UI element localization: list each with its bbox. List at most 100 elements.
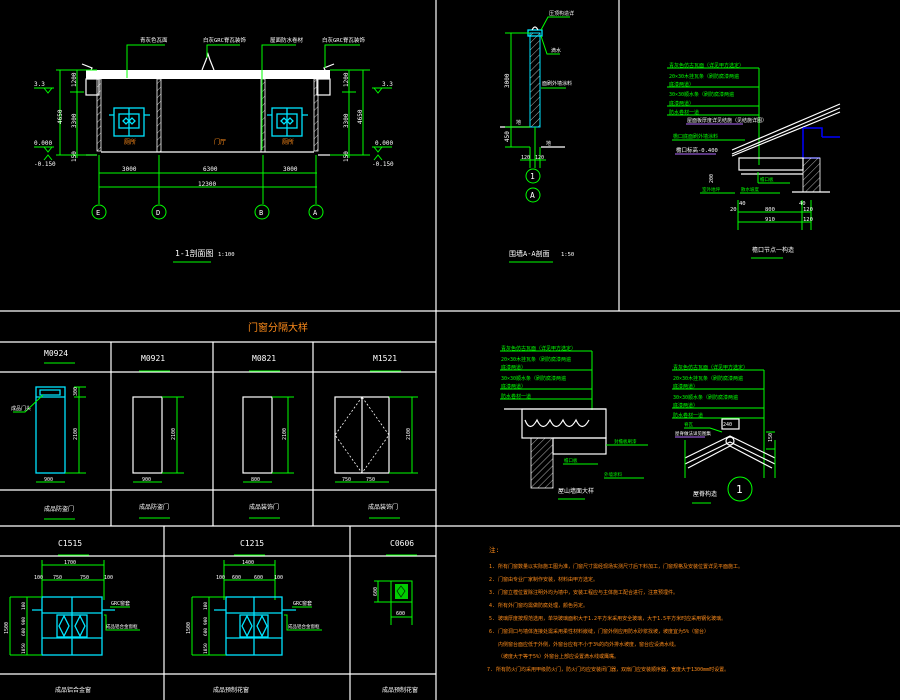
ridge-left-layer-2: 20×30木挂瓦条（刷防腐漆两遍 bbox=[501, 356, 571, 363]
window-code-C1215: C1215 bbox=[240, 539, 264, 548]
roof-tiles bbox=[731, 103, 841, 157]
eave-sub-label-apron: 散水坡度 bbox=[741, 186, 759, 193]
beam-outline bbox=[802, 127, 840, 159]
door-M1521-width-right: 750 bbox=[366, 477, 375, 483]
note-5: 5. 玻璃厚度按规范选用，单块玻璃面积大于1.2平方米采用安全玻璃，大于1.5平… bbox=[489, 615, 726, 622]
callout-leader-cap bbox=[540, 16, 570, 31]
door-code-M1521: M1521 bbox=[373, 354, 397, 363]
note-1: 1. 所有门窗数量以实际施工图为准，门窗尺寸需经现场实测尺寸后下料加工，门窗规格… bbox=[489, 563, 743, 570]
callout-leader-3 bbox=[261, 44, 296, 150]
ridge-right-layer-4: 30×30顺水条（刷防腐漆两遍 bbox=[673, 394, 738, 401]
eave-layer-2: 20×30木挂瓦条（刷防腐漆两遍 bbox=[669, 73, 739, 80]
ridge-right-dim-height: 150 bbox=[768, 433, 774, 442]
note-3: 3. 门窗立樘位置除注明外均为墙中，安装工程应与主体施工配合进行，注意预埋件。 bbox=[489, 589, 678, 596]
eave-layer-4: 30×30顺水条（刷防腐漆两遍 bbox=[669, 91, 734, 98]
axis-marker-circle bbox=[525, 187, 541, 203]
eave-layer-1: 青灰色仿古瓦面（详见甲方选定） bbox=[669, 62, 744, 69]
eave-dim-20: 20 bbox=[730, 207, 737, 213]
dim-6300: 6300 bbox=[203, 166, 218, 173]
eave-layer-6: 防水卷材一道 bbox=[669, 109, 699, 116]
callout-cap: 压顶构造详 bbox=[549, 10, 574, 17]
window-code-C0606: C0606 bbox=[390, 539, 414, 548]
door-M0821-height: 2100 bbox=[282, 428, 288, 440]
door-M1521-desc: 成品装饰门 bbox=[368, 503, 398, 511]
room-label-toilet-left: 厕所 bbox=[124, 138, 136, 146]
level-0-left: 0.000 bbox=[34, 140, 52, 147]
door-M0924-frame bbox=[35, 386, 66, 474]
window-C1215-dim-3: 100 bbox=[274, 575, 283, 581]
door-M0821-frame bbox=[242, 396, 273, 474]
level-neg-left: -0.150 bbox=[34, 161, 56, 168]
window-C1215-drawing: 1400 100 600 600 100 1500 1050 600 900 1… bbox=[186, 560, 322, 656]
note-6-cont-2: （坡度大于等于5%）外窗台上部应设置滴水线或鹰嘴。 bbox=[489, 653, 619, 660]
window-C1515-overall: 1700 bbox=[64, 560, 76, 566]
ridge-right-layer-5: 底漆两道） bbox=[673, 402, 698, 409]
door-M0924-height: 2100 bbox=[73, 428, 79, 440]
eave-dim-800: 800 bbox=[765, 207, 775, 213]
window-elevation-right bbox=[267, 107, 308, 137]
window-C1515-callout-2: 成品铝合金窗框 bbox=[106, 623, 138, 630]
callout-paint: 面刷外墙涂料 bbox=[542, 80, 572, 87]
ridge-detail-marker-number: 1 bbox=[736, 483, 743, 496]
ridge-left-layer-4: 30×30顺水条（刷防腐漆两遍 bbox=[501, 375, 566, 382]
notes-block: 注: 1. 所有门窗数量以实际施工图为准，门窗尺寸需经现场实测尺寸后下料加工，门… bbox=[487, 545, 743, 673]
window-C1215-dim-0: 100 bbox=[216, 575, 225, 581]
door-M0921-desc: 成品防盗门 bbox=[139, 503, 169, 511]
room-label-toilet-right: 厕所 bbox=[282, 138, 294, 146]
dim-4650-left: 4650 bbox=[57, 109, 64, 124]
axis-E-circle bbox=[91, 204, 107, 220]
callout-leader-drip bbox=[540, 35, 560, 55]
note-6: 6. 门窗洞口与墙体连接处需采用柔性材料嵌缝，门窗外侧应用防水砂浆找坡，坡度宜为… bbox=[489, 628, 709, 635]
window-C0606-desc: 成品预制花窗 bbox=[382, 686, 418, 694]
ridge-right-layer-2: 20×30木挂瓦条（刷防腐漆两遍 bbox=[673, 375, 743, 382]
callout-4: 白灰GRC脊瓦装饰 bbox=[322, 36, 365, 44]
door-schedule-title: 门窗分隔大样 bbox=[248, 321, 308, 334]
axis-B-circle bbox=[254, 204, 270, 220]
door-code-M0921: M0921 bbox=[141, 354, 165, 363]
section-1-1-title: 1-1剖面图 bbox=[175, 248, 213, 258]
door-M1521-height: 2100 bbox=[406, 428, 412, 440]
note-7: 7. 所有防火门均采用甲级防火门，防火门均应安装闭门器，双扇门应安装顺序器，宽度… bbox=[487, 666, 729, 673]
callout-leader-1 bbox=[126, 44, 165, 78]
dims-horizontal: 3000 6300 3000 12300 bbox=[98, 155, 317, 204]
callout-leader-4 bbox=[324, 44, 360, 68]
window-C0606-width: 600 bbox=[396, 611, 405, 617]
door-schedule: 门窗分隔大样 M0924 M0921 M0821 M1521 300 2100 … bbox=[11, 321, 418, 520]
window-schedule: C1515 C1215 C0606 1700 100 750 750 100 bbox=[4, 539, 418, 694]
ridge-detail-marker bbox=[727, 476, 753, 502]
door-M1521-width-left: 750 bbox=[342, 477, 351, 483]
wall-section-aa: 3000 450 地 地 120 120 压顶构造详 滴水 面刷外墙涂料 1 A… bbox=[500, 10, 574, 263]
note-4: 4. 所有外门窗均需做防腐处理，颜色另定。 bbox=[489, 602, 588, 609]
ridge-left-layer-5: 底漆两道） bbox=[501, 383, 526, 390]
axis-A: A bbox=[313, 209, 318, 217]
ridge-right-layer-3: 底漆两道） bbox=[673, 383, 698, 390]
window-C0606-drawing: 600 600 bbox=[373, 580, 413, 625]
window-C1515-callout-1: GRC窗套 bbox=[111, 600, 130, 607]
dim-150-right: 150 bbox=[343, 151, 350, 162]
level-3.3-left: 3.3 bbox=[34, 81, 45, 88]
room-label-hall: 门厅 bbox=[214, 138, 226, 146]
ridge-detail-left: 青灰色仿古瓦面（详见甲方选定） 20×30木挂瓦条（刷防腐漆两遍 底漆两道） 3… bbox=[500, 345, 648, 500]
eave-dim-40a: 40 bbox=[739, 201, 746, 207]
eave-dim-910: 910 bbox=[765, 217, 775, 223]
eave-detail-title: 檐口节点一构造 bbox=[752, 246, 794, 254]
window-C1515-dim-1: 750 bbox=[53, 575, 62, 581]
axis-B: B bbox=[259, 209, 263, 217]
wall-section-scale: 1:50 bbox=[561, 252, 574, 258]
window-C1515-dim-2: 750 bbox=[80, 575, 89, 581]
dim-12300: 12300 bbox=[198, 181, 216, 188]
door-M0924-callout: 成品门头 bbox=[11, 405, 31, 412]
section-1-1-scale: 1:100 bbox=[218, 252, 235, 258]
roof-slab bbox=[86, 70, 330, 79]
axis-A-circle bbox=[308, 204, 324, 220]
eave-note-lower: 檐口底面刷外墙涂料 bbox=[673, 133, 718, 140]
tile-waves bbox=[524, 418, 590, 428]
door-code-M0821: M0821 bbox=[252, 354, 276, 363]
ridge-right-dim-width: 240 bbox=[723, 422, 732, 428]
level-0-right: 0.000 bbox=[375, 140, 393, 147]
eave-ornament-right bbox=[323, 63, 335, 73]
dim-120-a: 120 bbox=[521, 155, 530, 161]
note-6-cont-1: 内侧窗台面应低于外侧，外窗台应有不小于3%的向外排水坡度，窗台应设滴水线。 bbox=[489, 641, 679, 648]
ridge-right-layer-1: 青灰色仿古瓦面（详见甲方选定） bbox=[673, 364, 748, 371]
ridge-left-callout-2: 檐口板 bbox=[564, 457, 578, 464]
